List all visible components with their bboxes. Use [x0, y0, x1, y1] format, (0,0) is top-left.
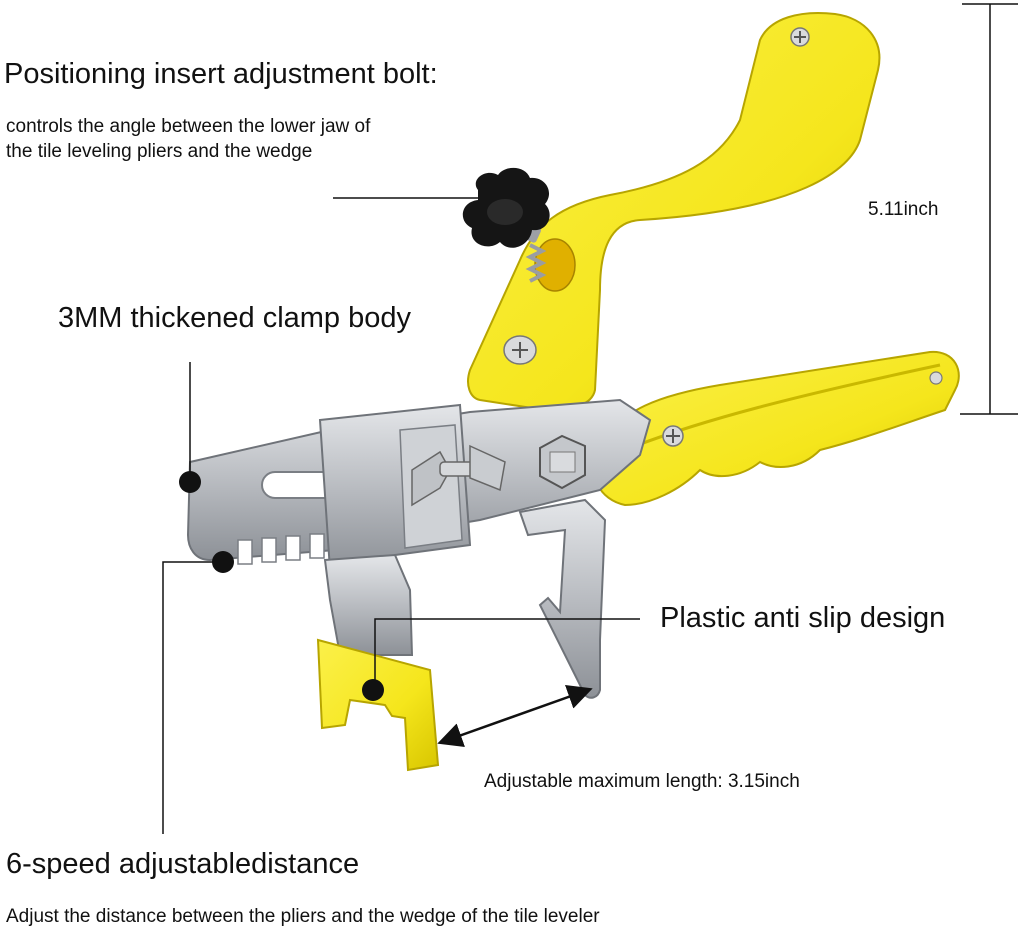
lower-jaw	[316, 553, 440, 772]
bolt-title: Positioning insert adjustment bolt:	[4, 58, 438, 90]
adjustment-bolt	[462, 167, 550, 283]
clamp-body-label: 3MM thickened clamp body	[58, 302, 411, 334]
callout-lines	[162, 3, 1018, 834]
length-arrow	[437, 684, 593, 748]
knob-icon	[462, 167, 550, 248]
clamp-body	[186, 398, 652, 571]
anti-slip-label: Plastic anti slip design	[660, 602, 946, 634]
lower-handle	[593, 350, 960, 507]
speed-description: Adjust the distance between the pliers a…	[6, 906, 600, 927]
bolt-description-line-1: controls the angle between the lower jaw…	[6, 116, 371, 137]
height-dimension-label: 5.11inch	[868, 199, 939, 220]
hex-nut-icon	[539, 434, 586, 490]
yellow-tip	[316, 638, 440, 772]
wedge-arm	[518, 498, 607, 699]
speed-title: 6-speed adjustabledistance	[6, 848, 360, 880]
bolt-description-line-2: the tile leveling pliers and the wedge	[6, 141, 313, 162]
max-length-label: Adjustable maximum length: 3.15inch	[484, 771, 800, 792]
wing-nut-icon	[411, 444, 506, 507]
callout-dots	[179, 471, 384, 701]
